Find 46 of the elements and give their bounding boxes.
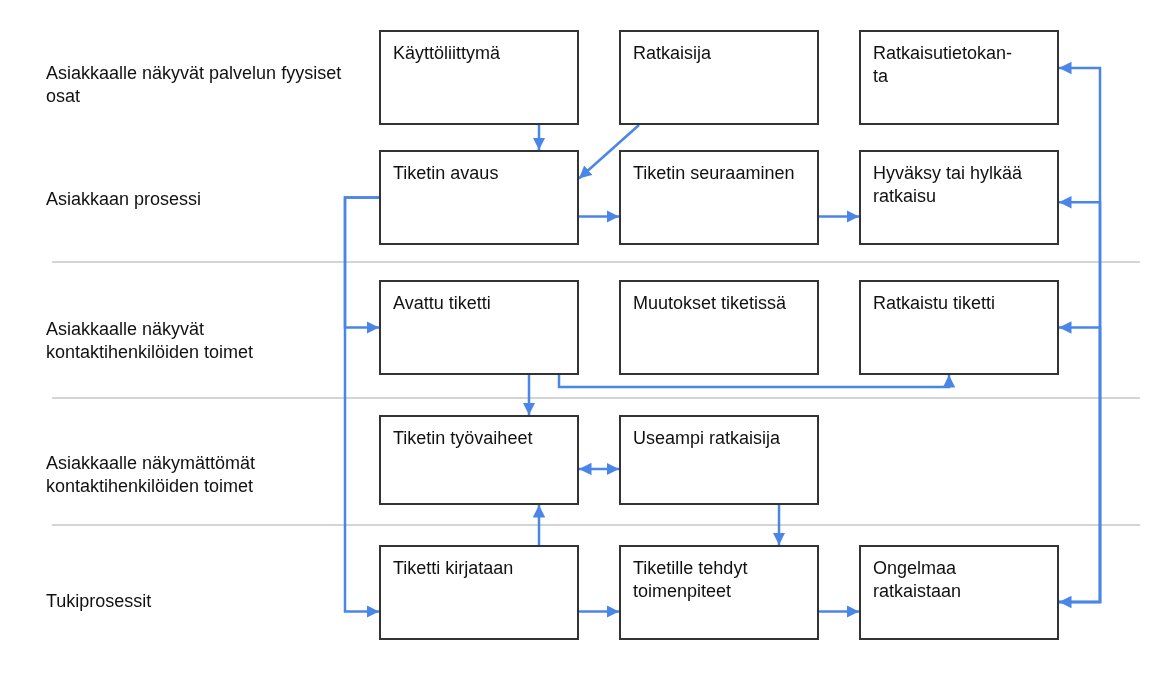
- box-text: Useampi ratkaisija: [633, 427, 782, 450]
- arrow: [578, 124, 640, 180]
- arrow: [579, 462, 619, 476]
- arrow: [557, 375, 956, 389]
- arrow: [522, 375, 536, 415]
- process-box: [619, 30, 819, 125]
- process-box: [859, 280, 1059, 375]
- arrow: [772, 505, 786, 545]
- box-text: Avattu tiketti: [393, 292, 492, 315]
- lane-label: Asiakkaalle näkyvät kontaktihenkilöiden toimet: [46, 318, 255, 365]
- arrow: [819, 210, 859, 223]
- box-text: Tiketin avaus: [393, 162, 500, 185]
- arrow: [1059, 321, 1102, 609]
- arrow: [579, 210, 619, 223]
- box-text: Tiketti kirjataan: [393, 557, 515, 580]
- arrow: [819, 605, 859, 618]
- process-box: [619, 150, 819, 245]
- process-box: [379, 280, 579, 375]
- process-box: [379, 150, 579, 245]
- lane-label: Asiakkaalle näkymättömät kontaktihenkilöiden toimet: [46, 452, 257, 499]
- arrow: [343, 196, 379, 618]
- box-text: Tiketin työvaiheet: [393, 427, 534, 450]
- process-box: [619, 280, 819, 375]
- box-text: Ratkaisija: [633, 42, 713, 65]
- box-text: Hyväksy tai hylkää ratkaisu: [873, 162, 1024, 207]
- process-box: [379, 415, 579, 505]
- box-text: Ratkaisutietokan-ta: [873, 42, 1014, 87]
- box-text: Ongelmaa ratkaistaan: [873, 557, 963, 602]
- process-box: [379, 545, 579, 640]
- process-box: [859, 30, 1059, 125]
- box-text: Käyttöliittymä: [393, 42, 502, 65]
- box-text: Muutokset tiketissä: [633, 292, 788, 315]
- arrow: [579, 605, 619, 618]
- arrow: [532, 505, 546, 545]
- arrow: [532, 125, 546, 150]
- process-box: [859, 150, 1059, 245]
- box-text: Ratkaistu tiketti: [873, 292, 997, 315]
- box-text: Tiketille tehdyt toimenpiteet: [633, 557, 749, 602]
- box-text: Tiketin seuraaminen: [633, 162, 796, 185]
- process-box: [619, 415, 819, 505]
- lane-label: Asiakkaan prosessi: [46, 188, 203, 211]
- process-box: [379, 30, 579, 125]
- lane-label: Tukiprosessit: [46, 590, 153, 613]
- process-box: [619, 545, 819, 640]
- lane-label: Asiakkaalle näkyvät palvelun fyysiset osat: [46, 62, 343, 109]
- process-box: [859, 545, 1059, 640]
